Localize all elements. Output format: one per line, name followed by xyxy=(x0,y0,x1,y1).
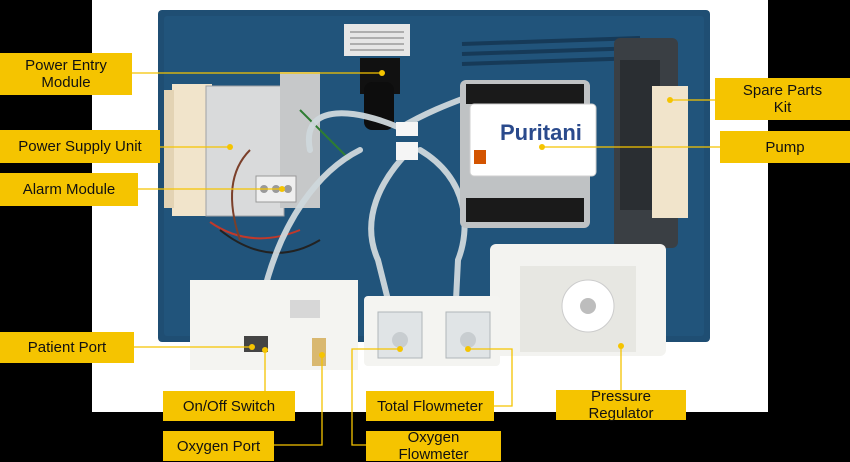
pump-label xyxy=(469,103,597,177)
label-total-flowmeter: Total Flowmeter xyxy=(366,391,494,421)
leader-oxygen-port xyxy=(274,355,323,446)
psu-foam-left xyxy=(172,84,212,216)
label-power-supply-unit: Power Supply Unit xyxy=(0,130,160,163)
vent-slots xyxy=(461,36,641,66)
label-sticker xyxy=(344,24,410,56)
label-on-off-switch: On/Off Switch xyxy=(163,391,295,421)
label-spare-parts-kit: Spare Parts Kit xyxy=(715,78,850,120)
pump-brand-text: Puritani xyxy=(500,120,582,145)
spare-parts-foam xyxy=(652,86,688,218)
front-panel xyxy=(190,280,358,370)
label-pressure-regulator: Pressure Regulator xyxy=(556,388,686,422)
label-oxygen-flowmeter: Oxygen Flowmeter xyxy=(366,429,501,462)
leader-oxygen-flowmeter xyxy=(351,348,400,446)
label-patient-port: Patient Port xyxy=(0,332,134,363)
label-alarm-module: Alarm Module xyxy=(0,173,138,206)
label-oxygen-port: Oxygen Port xyxy=(163,431,274,461)
label-power-entry-module: Power Entry Module xyxy=(0,53,132,95)
leader-total-flowmeter xyxy=(468,348,513,407)
label-pump: Pump xyxy=(720,131,850,163)
